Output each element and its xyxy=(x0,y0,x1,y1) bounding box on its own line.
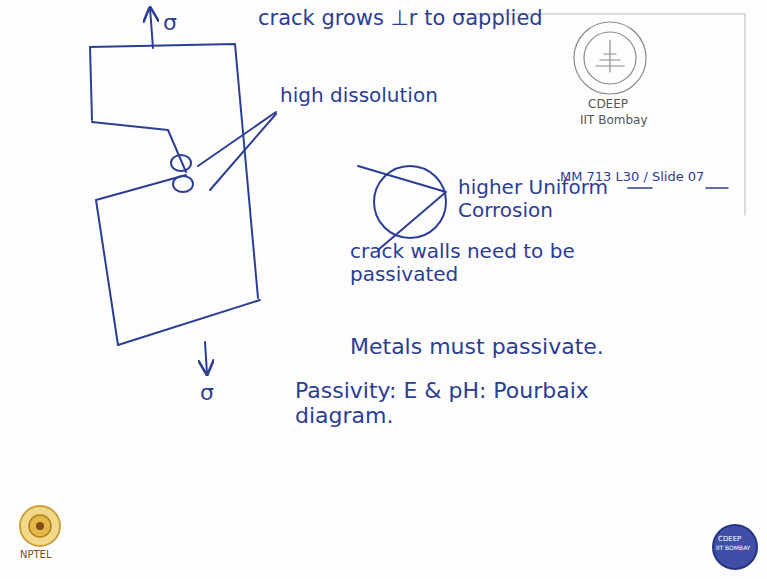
logo-text: NPTEL xyxy=(20,549,52,561)
stress-symbol: σ xyxy=(200,380,214,405)
load-arrow xyxy=(150,8,153,48)
cdeep-badge xyxy=(713,525,757,569)
note: Metals must passivate. xyxy=(350,334,604,359)
annotation: higher Uniform Corrosion xyxy=(458,176,648,222)
stress-symbol: σ xyxy=(163,10,177,35)
nptel-logo xyxy=(20,506,60,546)
underline xyxy=(628,187,728,188)
badge-text: IIT BOMBAY xyxy=(716,545,750,552)
logo-text: IIT Bombay xyxy=(580,114,648,128)
specimen-outline xyxy=(90,44,258,298)
logo-text: CDEEP xyxy=(588,98,628,112)
note: crack walls need to be passivated xyxy=(350,240,615,286)
crack-lower-face xyxy=(96,175,260,345)
badge-text: CDEEP xyxy=(718,535,741,543)
dissolution-zone xyxy=(171,155,191,171)
dissolution-zone xyxy=(173,176,193,192)
leader-line xyxy=(210,114,276,190)
annotation: high dissolution xyxy=(280,84,438,107)
blunt-crack-wedge xyxy=(358,166,446,250)
load-arrow xyxy=(205,342,207,374)
note: Passivity: E & pH: Pourbaix diagram. xyxy=(295,378,645,429)
heading-note: crack grows ⊥r to σapplied xyxy=(258,6,543,30)
iit-logo xyxy=(574,22,646,94)
